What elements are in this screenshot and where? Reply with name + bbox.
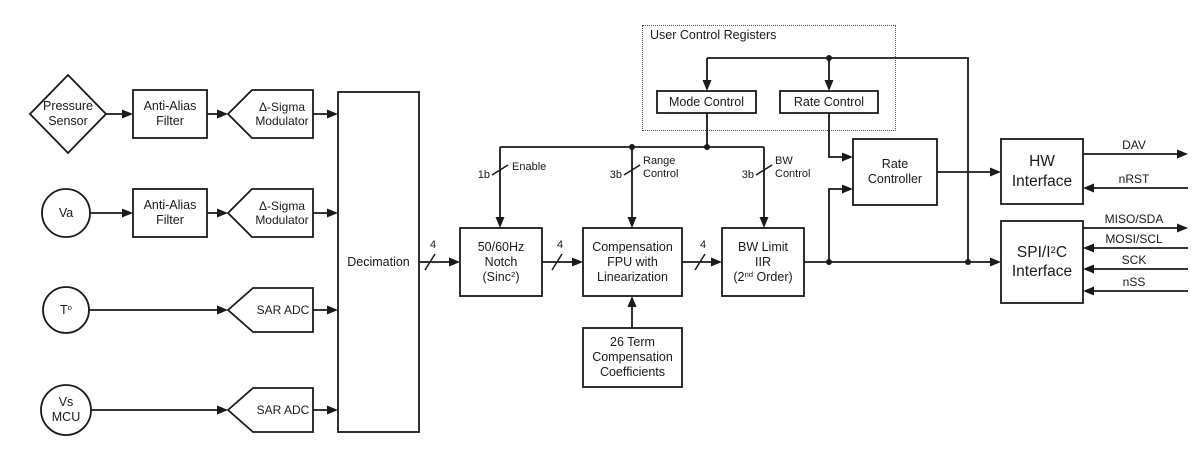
decimation-rect xyxy=(337,91,420,433)
front-end-wires xyxy=(89,109,338,415)
bw-control-label: BW Control xyxy=(775,155,811,180)
va-label: Va xyxy=(58,205,74,220)
rate-controller-rect xyxy=(852,138,938,206)
enable-label: Enable xyxy=(512,160,547,173)
signal-dav: DAV xyxy=(1122,137,1146,152)
coefficients-rect xyxy=(582,327,683,388)
signal-mosi-scl: MOSI/SCL xyxy=(1105,231,1163,246)
hw-interface-rect xyxy=(1000,138,1084,205)
block-spi-i2c-interface: SPI/I2C Interface xyxy=(1011,243,1073,280)
block-compensation-fpu: Compensation FPU with Linearization xyxy=(592,239,673,284)
notch-rect xyxy=(459,227,543,297)
va-node: Va xyxy=(42,204,90,222)
vs-mcu-node: Vs MCU xyxy=(51,395,81,424)
range-control-label: Range Control xyxy=(643,155,679,180)
signal-nss: nSS xyxy=(1122,274,1146,289)
compensation-rect xyxy=(582,227,683,297)
bus-width-4-label-2: 4 xyxy=(556,238,564,251)
bw-limit-rect xyxy=(721,227,805,297)
block-sar-adc-1: SAR ADC xyxy=(256,302,310,317)
interface-signal-wires xyxy=(1083,149,1188,296)
signal-nrst: nRST xyxy=(1118,171,1150,186)
source-shapes xyxy=(28,73,108,436)
dsp-chain-wires xyxy=(419,253,1001,271)
block-hw-interface: HW Interface xyxy=(1011,153,1073,190)
pressure-sensor-node: Pressure Sensor xyxy=(42,99,94,128)
block-rate-controller: Rate Controller xyxy=(867,157,923,186)
range-bits-label: 3b xyxy=(609,168,622,181)
block-anti-alias-filter-1: Anti-Alias Filter xyxy=(143,99,197,128)
user-control-registers-groupbox xyxy=(642,25,896,131)
block-rate-control: Rate Control xyxy=(793,94,865,109)
bw-bits-label: 3b xyxy=(741,168,754,181)
bus-width-4-label-3: 4 xyxy=(699,238,707,251)
block-delta-sigma-1: Δ-Sigma Modulator xyxy=(255,99,309,128)
block-anti-alias-filter-2: Anti-Alias Filter xyxy=(143,198,197,227)
block-shapes xyxy=(132,89,1084,433)
block-compensation-coefficients: 26 Term Compensation Coefficients xyxy=(592,335,673,379)
signal-sck: SCK xyxy=(1121,252,1147,267)
block-mode-control: Mode Control xyxy=(668,94,745,109)
block-notch: 50/60Hz Notch (Sinc2) xyxy=(477,239,525,284)
block-delta-sigma-2: Δ-Sigma Modulator xyxy=(255,198,309,227)
vs-mcu-label: Vs xyxy=(58,395,74,409)
user-control-registers-title: User Control Registers xyxy=(650,27,777,42)
bus-width-4-label-1: 4 xyxy=(429,238,437,251)
rate-controller-wires xyxy=(828,113,1001,262)
block-decimation: Decimation xyxy=(347,254,410,269)
coefficients-wire xyxy=(627,296,637,328)
signal-miso-sda: MISO/SDA xyxy=(1104,211,1164,226)
anti-alias-filter-2-rect xyxy=(132,188,208,238)
spi-interface-rect xyxy=(1000,220,1084,304)
temp-node: To xyxy=(43,300,89,320)
temp-label: To xyxy=(60,302,72,317)
block-sar-adc-2: SAR ADC xyxy=(256,402,310,417)
block-bw-limit-iir: BW Limit IIR (2nd Order) xyxy=(733,239,793,284)
control-bus-wires xyxy=(491,113,773,228)
pressure-sensor-diamond xyxy=(28,73,108,155)
pressure-sensor-label: Pressure xyxy=(42,99,94,113)
register-write-wires xyxy=(702,55,969,262)
enable-bits-label: 1b xyxy=(477,168,490,181)
